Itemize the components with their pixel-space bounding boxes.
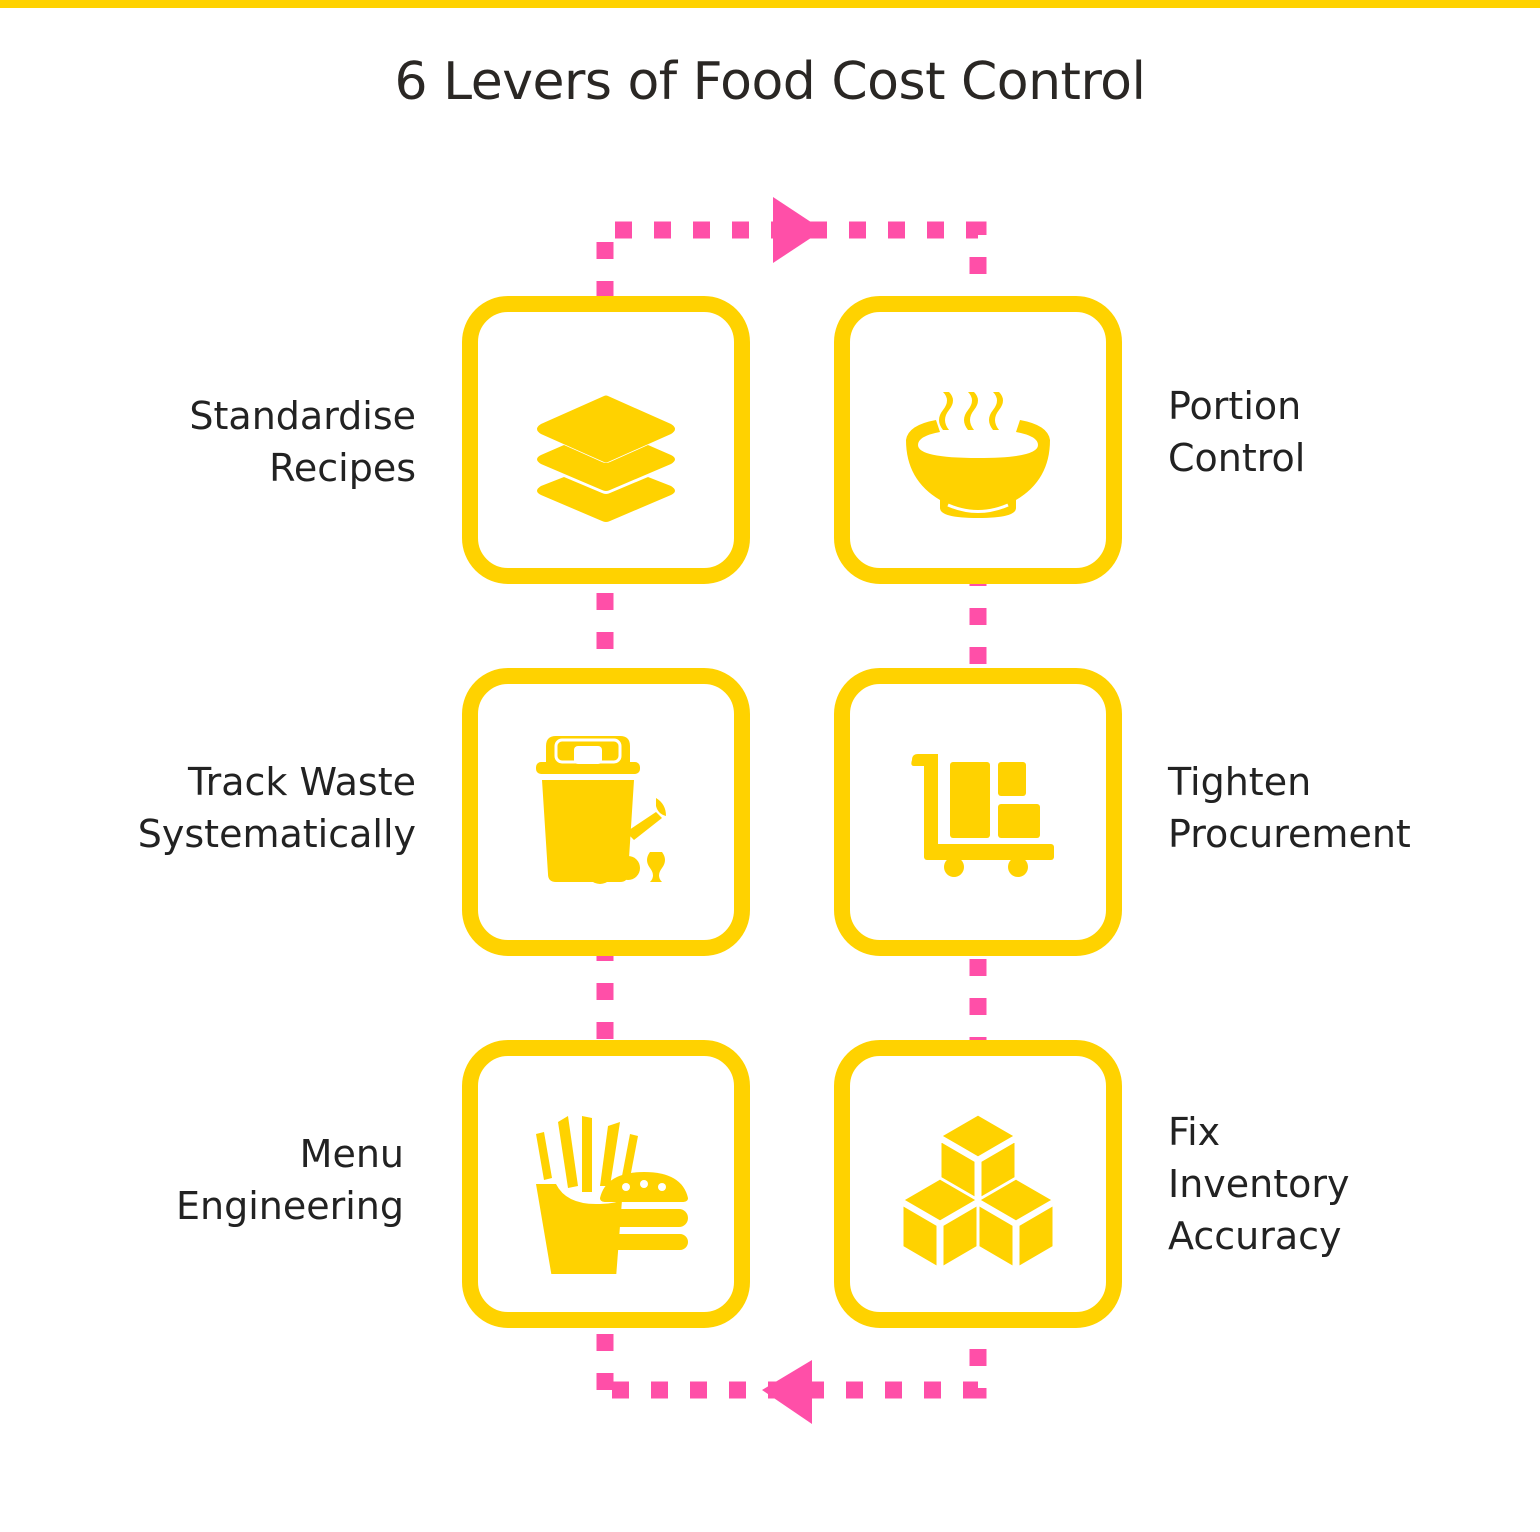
label-line: Recipes	[269, 446, 416, 490]
label-line: Inventory	[1168, 1162, 1350, 1206]
label-line: Control	[1168, 436, 1306, 480]
label-line: Track Waste	[187, 760, 416, 804]
lever-box-track-waste	[462, 668, 750, 956]
waste-bin-icon	[536, 736, 666, 884]
right-arrow-icon	[773, 197, 823, 263]
lever-label-tighten-procurement: Tighten Procurement	[1168, 756, 1411, 860]
label-line: Engineering	[176, 1184, 404, 1228]
layers-icon	[537, 395, 675, 522]
lever-box-standardise-recipes	[462, 296, 750, 584]
trolley-boxes-icon	[911, 754, 1054, 877]
lever-label-menu-engineering: Menu Engineering	[176, 1128, 404, 1232]
lever-box-fix-inventory	[834, 1040, 1122, 1328]
label-line: Portion	[1168, 384, 1302, 428]
lever-box-tighten-procurement	[834, 668, 1122, 956]
label-line: Accuracy	[1168, 1214, 1342, 1258]
lever-label-fix-inventory: Fix Inventory Accuracy	[1168, 1106, 1350, 1262]
label-line: Systematically	[137, 812, 416, 856]
stacked-boxes-icon	[900, 1112, 1056, 1270]
lever-label-standardise-recipes: Standardise Recipes	[189, 390, 416, 494]
label-line: Fix	[1168, 1110, 1221, 1154]
page-title: 6 Levers of Food Cost Control	[394, 52, 1146, 112]
label-line: Tighten	[1168, 760, 1312, 804]
label-line: Procurement	[1168, 812, 1411, 856]
lever-label-portion-control: Portion Control	[1168, 380, 1305, 484]
lever-box-portion-control	[834, 296, 1122, 584]
left-arrow-icon	[762, 1360, 812, 1424]
label-line: Standardise	[189, 394, 416, 438]
top-accent-bar	[0, 0, 1540, 8]
label-line: Menu	[299, 1132, 404, 1176]
lever-label-track-waste: Track Waste Systematically	[138, 756, 416, 860]
lever-box-menu-engineering	[462, 1040, 750, 1328]
fries-burger-icon	[536, 1116, 688, 1274]
soup-bowl-icon	[906, 392, 1050, 518]
